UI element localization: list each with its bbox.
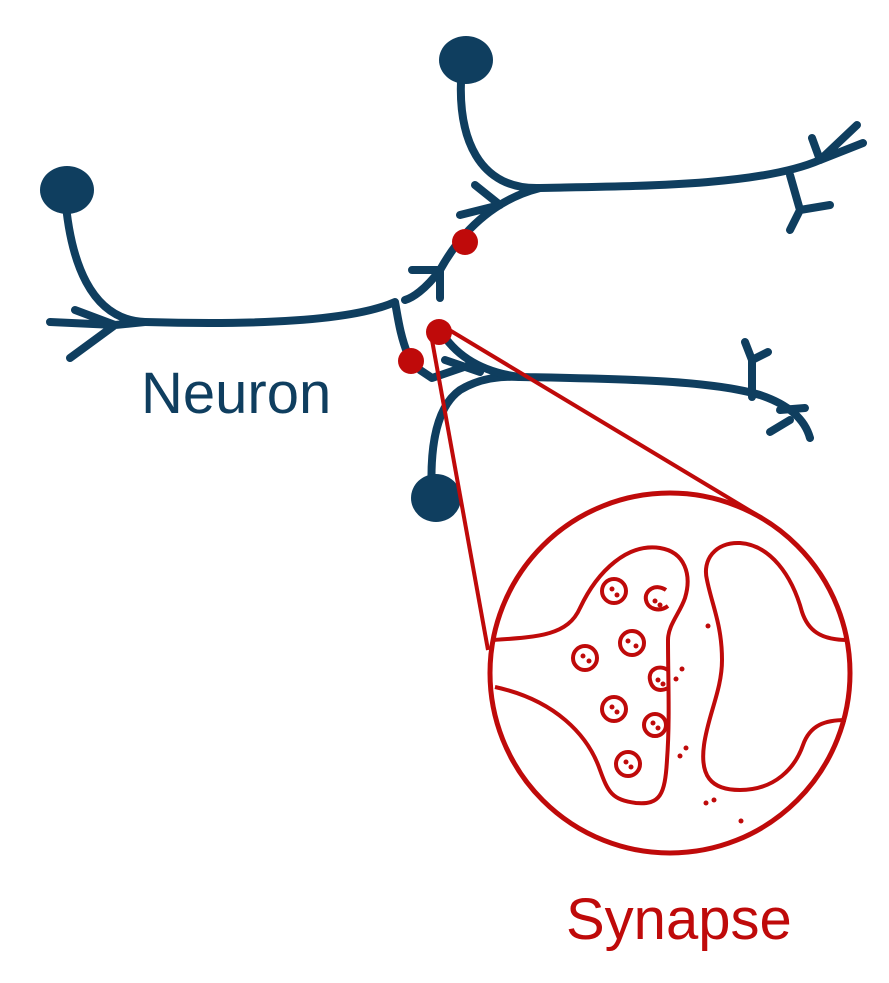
synapse-dot-upper [452,229,478,255]
molecule [614,709,620,715]
axon-bottom [427,372,814,502]
molecule [655,677,661,683]
axon-terminal-top-right [401,184,544,304]
vesicle-fusing [647,665,670,692]
vesicle [600,577,628,605]
molecule [711,797,717,803]
molecule [703,800,709,806]
neuron-left [46,191,412,362]
vesicle [618,629,646,657]
molecule [652,598,658,604]
zoom-lines [430,326,759,651]
axon-left [61,191,412,359]
synapse-closeup [487,490,853,856]
molecule [673,676,679,682]
postsynaptic-terminal [701,540,849,793]
synaptic-vesicles [571,577,670,778]
molecule [628,764,634,770]
molecule [650,720,656,726]
synapse-dot-lower [398,348,424,374]
cell-body-bottom [411,474,461,522]
dendrite-bottom-lower [766,404,809,436]
molecule [586,658,592,664]
neuron-bottom [416,326,814,502]
molecule [679,666,685,672]
synapse-label: Synapse [566,887,792,952]
zoom-line-upper [444,326,759,517]
molecule [623,759,629,765]
molecule [738,818,744,824]
presynaptic-terminal [492,545,690,806]
molecule [657,602,663,608]
molecule [625,638,631,644]
neuron-label: Neuron [141,361,332,426]
molecule [609,586,615,592]
molecule [677,753,683,759]
molecule [655,725,661,731]
molecule [660,681,666,687]
neurotransmitters [580,586,744,824]
dendrite-bottom-upper [741,338,772,401]
vesicle [571,644,599,672]
vesicle [642,712,668,738]
molecule [683,745,689,751]
dendrite-top-right-lower [786,171,834,234]
terminal-branch-top-right [408,181,504,302]
cell-body-top-right [439,36,493,84]
molecule [705,623,711,629]
axon-top-right [456,61,824,193]
zoom-line-lower [430,339,490,651]
synapse-zoom-circle [487,490,853,856]
molecule [633,643,639,649]
neuron-network [46,61,867,502]
neuron-top-right [401,61,867,304]
molecule [580,653,586,659]
vesicle-fusing [643,585,670,612]
dendrite-top-right-main [808,121,867,164]
molecule [609,704,615,710]
synapse-dot-middle [426,319,452,345]
vesicle [614,750,642,778]
vesicle [600,695,628,723]
cell-body-left [40,166,94,214]
molecule [614,592,620,598]
cell-bodies [40,36,493,522]
dendrite-left [46,306,149,362]
synapse-markers [398,229,478,374]
